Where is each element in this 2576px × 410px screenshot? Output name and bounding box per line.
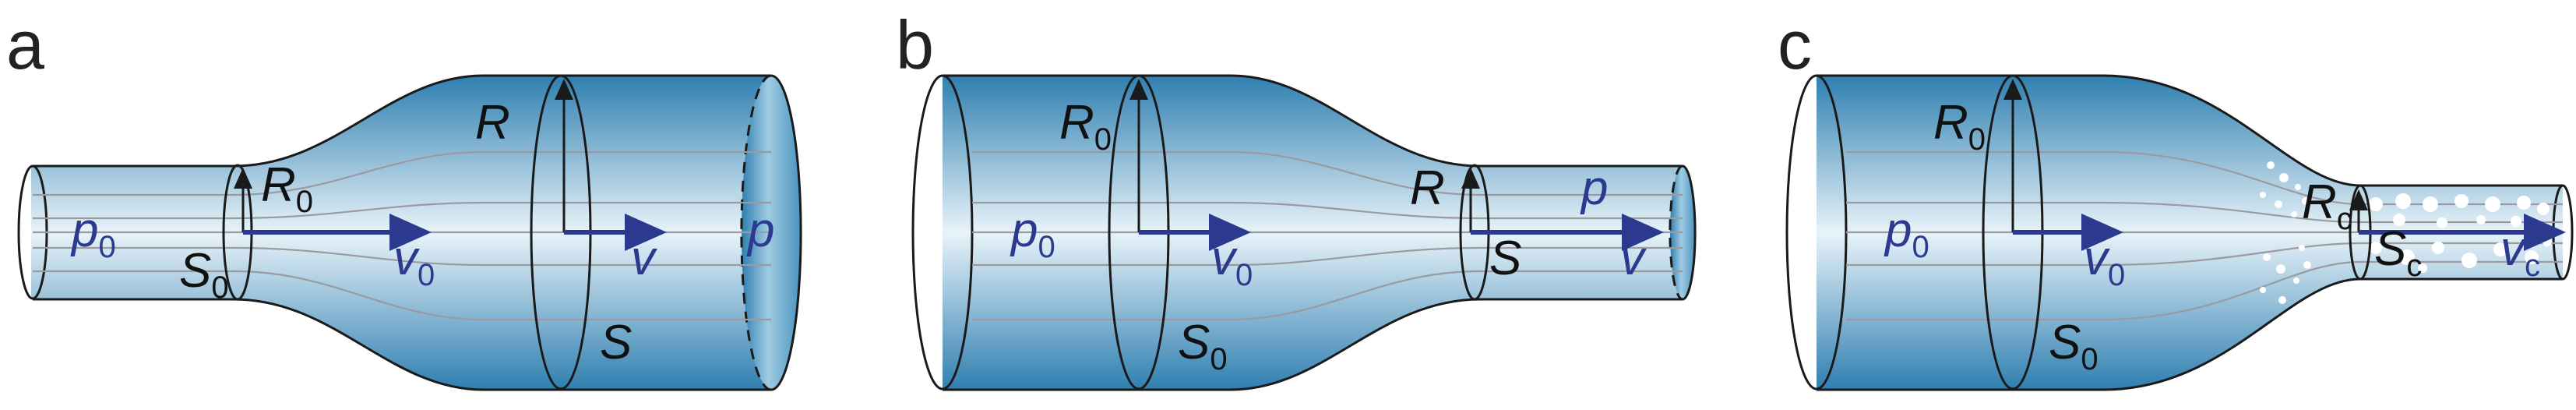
label-s-a: S: [600, 316, 632, 369]
label-v0-b: v0: [1211, 232, 1253, 292]
label-r-a: R: [475, 96, 510, 150]
label-r-b: R: [1410, 161, 1445, 215]
panel-letter-b: b: [896, 6, 934, 83]
panel-a: a p0: [6, 6, 802, 391]
tube-b: [911, 74, 1697, 391]
panel-c: c: [1778, 6, 2574, 391]
panel-letter-c: c: [1778, 6, 1812, 83]
label-r0-c: R0: [1933, 96, 1986, 157]
label-v0-a: v0: [393, 232, 435, 292]
label-s0-a: S0: [179, 244, 229, 305]
label-s0-c: S0: [2049, 316, 2099, 376]
panel-b: b R0: [896, 6, 1697, 391]
label-v-b: v: [1620, 232, 1647, 285]
label-p0-b: p0: [1010, 203, 1055, 264]
label-vc-c: vc: [2500, 222, 2540, 283]
label-r0-a: R0: [261, 158, 313, 219]
label-p0-a: p0: [70, 203, 116, 264]
label-rc-c: Rc: [2302, 175, 2352, 236]
tube-c: [1785, 74, 2574, 391]
panel-letter-a: a: [6, 6, 44, 83]
label-p-b: p: [1580, 161, 1608, 215]
label-p-a: p: [746, 203, 774, 257]
label-s0-b: S0: [1178, 316, 1228, 376]
label-s-b: S: [1489, 232, 1521, 285]
tube-a: [17, 74, 802, 391]
label-r0-b: R0: [1059, 96, 1112, 157]
label-p0-c: p0: [1884, 203, 1929, 264]
label-sc-c: Sc: [2374, 222, 2422, 283]
label-v-a: v: [631, 232, 657, 285]
label-v0-c: v0: [2084, 232, 2125, 292]
